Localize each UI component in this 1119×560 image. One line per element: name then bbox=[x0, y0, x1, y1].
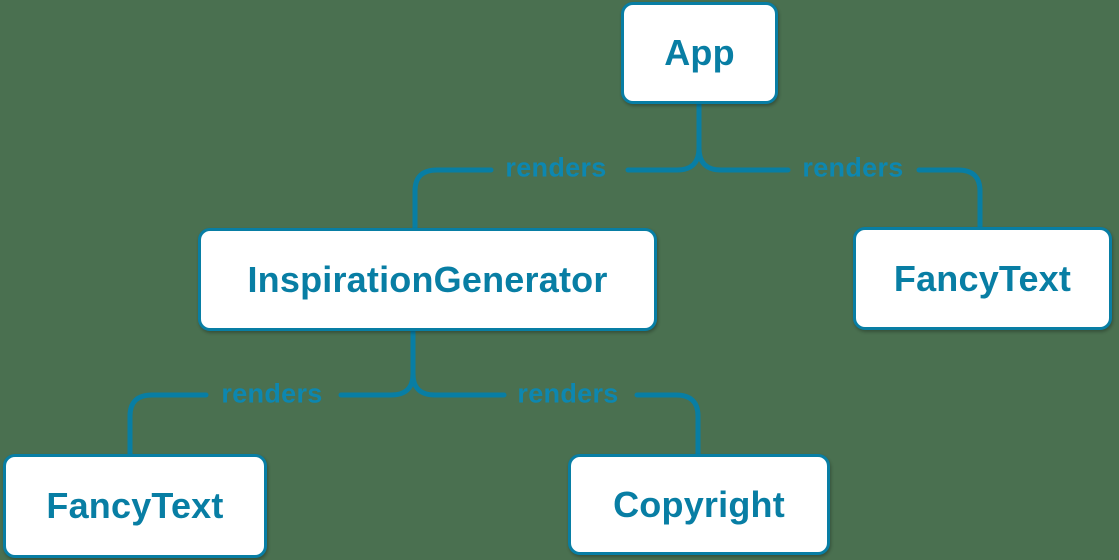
node-copyright: Copyright bbox=[568, 454, 830, 555]
node-copyright-label: Copyright bbox=[613, 483, 785, 525]
edge-app-to-fancy-text bbox=[696, 145, 983, 230]
node-fancy-text-bottom: FancyText bbox=[3, 454, 267, 558]
edge-inspiration-generator-to-copyright bbox=[410, 371, 701, 457]
edge-label-renders-app-fancytext: renders bbox=[802, 152, 904, 183]
node-inspiration-generator: InspirationGenerator bbox=[198, 228, 657, 331]
node-fancy-text-top-label: FancyText bbox=[893, 257, 1072, 299]
edge-label-renders-inspiration-fancytext: renders bbox=[221, 378, 323, 409]
node-inspiration-generator-label: InspirationGenerator bbox=[247, 258, 608, 300]
edge-label-renders-app-inspiration: renders bbox=[505, 152, 607, 183]
edge-label-renders-inspiration-copyright: renders bbox=[517, 378, 619, 409]
node-fancy-text-top: FancyText bbox=[853, 227, 1112, 330]
node-app-label: App bbox=[664, 32, 735, 73]
node-fancy-text-bottom-label: FancyText bbox=[46, 485, 224, 526]
node-app: App bbox=[621, 2, 778, 104]
